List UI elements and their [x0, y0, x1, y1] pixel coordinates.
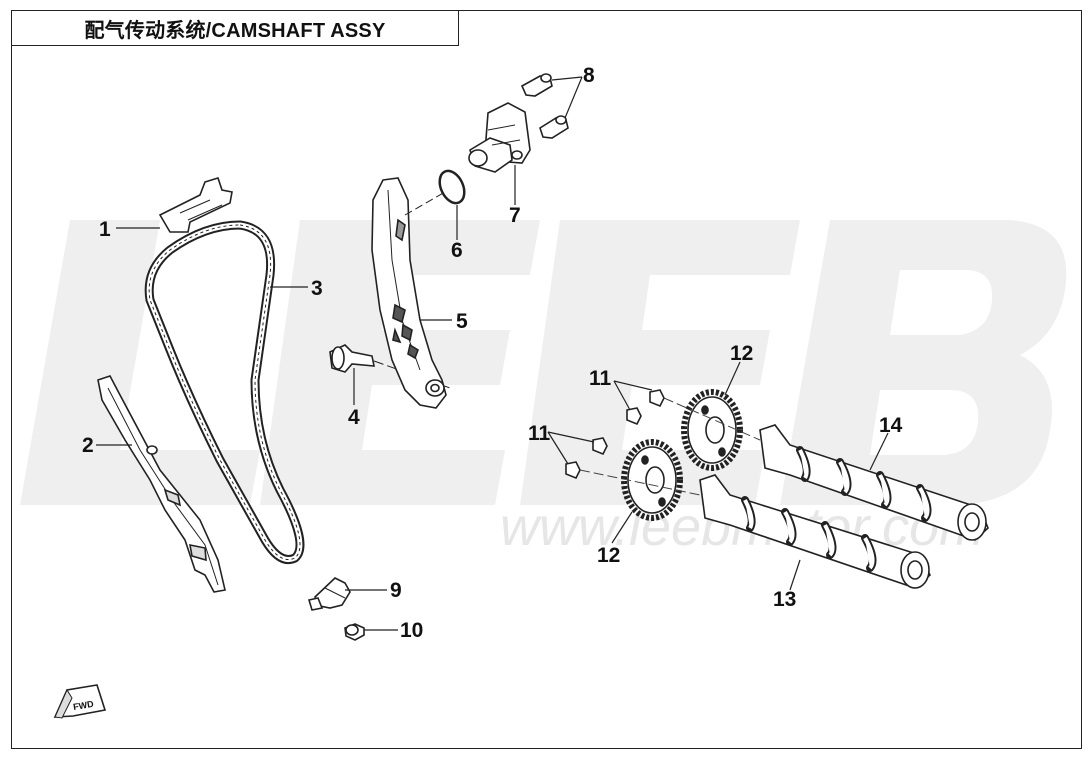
callout-2: 2	[82, 434, 94, 457]
callout-13: 13	[773, 588, 796, 611]
part-6-gasket	[404, 169, 466, 216]
callout-11-lower: 11	[528, 422, 551, 445]
part-13-camshaft	[699, 474, 931, 589]
callout-14: 14	[879, 414, 903, 437]
part-5-tensioner-guide	[371, 177, 447, 409]
part-1-guide-bracket	[158, 177, 233, 233]
drawing-frame	[11, 10, 1082, 749]
part-4-pivot-bolt	[329, 344, 451, 389]
callout-6: 6	[451, 239, 463, 262]
callout-10: 10	[400, 619, 423, 642]
callouts: 1 2 3 4 5 6 7 8 9 10 11 11 12 12 13 14	[82, 64, 903, 642]
part-14-camshaft	[759, 424, 989, 541]
part-7-tensioner	[468, 102, 531, 173]
part-10-bolt	[344, 623, 365, 641]
callout-12-upper: 12	[730, 342, 753, 365]
part-8-bolts	[520, 73, 569, 139]
callout-9: 9	[390, 579, 402, 602]
page-title: 配气传动系统/CAMSHAFT ASSY	[11, 10, 459, 46]
callout-5: 5	[456, 310, 468, 333]
callout-12-lower: 12	[597, 544, 620, 567]
callout-7: 7	[509, 204, 521, 227]
part-3-timing-chain	[144, 220, 305, 564]
part-12-sprocket-lower	[621, 439, 683, 521]
assembly-center-lines	[579, 397, 761, 496]
part-11-sprocket-bolts	[565, 389, 665, 480]
fwd-label: FWD	[72, 699, 94, 712]
leader-lines	[96, 76, 889, 631]
fwd-arrow-icon: FWD	[53, 684, 107, 719]
part-9-shoe	[307, 577, 351, 611]
callout-3: 3	[311, 277, 323, 300]
callout-1: 1	[99, 218, 111, 241]
part-2-fixed-guide	[97, 375, 226, 593]
callout-8: 8	[583, 64, 595, 87]
part-12-sprocket-upper	[681, 389, 743, 471]
callout-11-upper: 11	[589, 367, 612, 390]
callout-4: 4	[348, 406, 360, 429]
